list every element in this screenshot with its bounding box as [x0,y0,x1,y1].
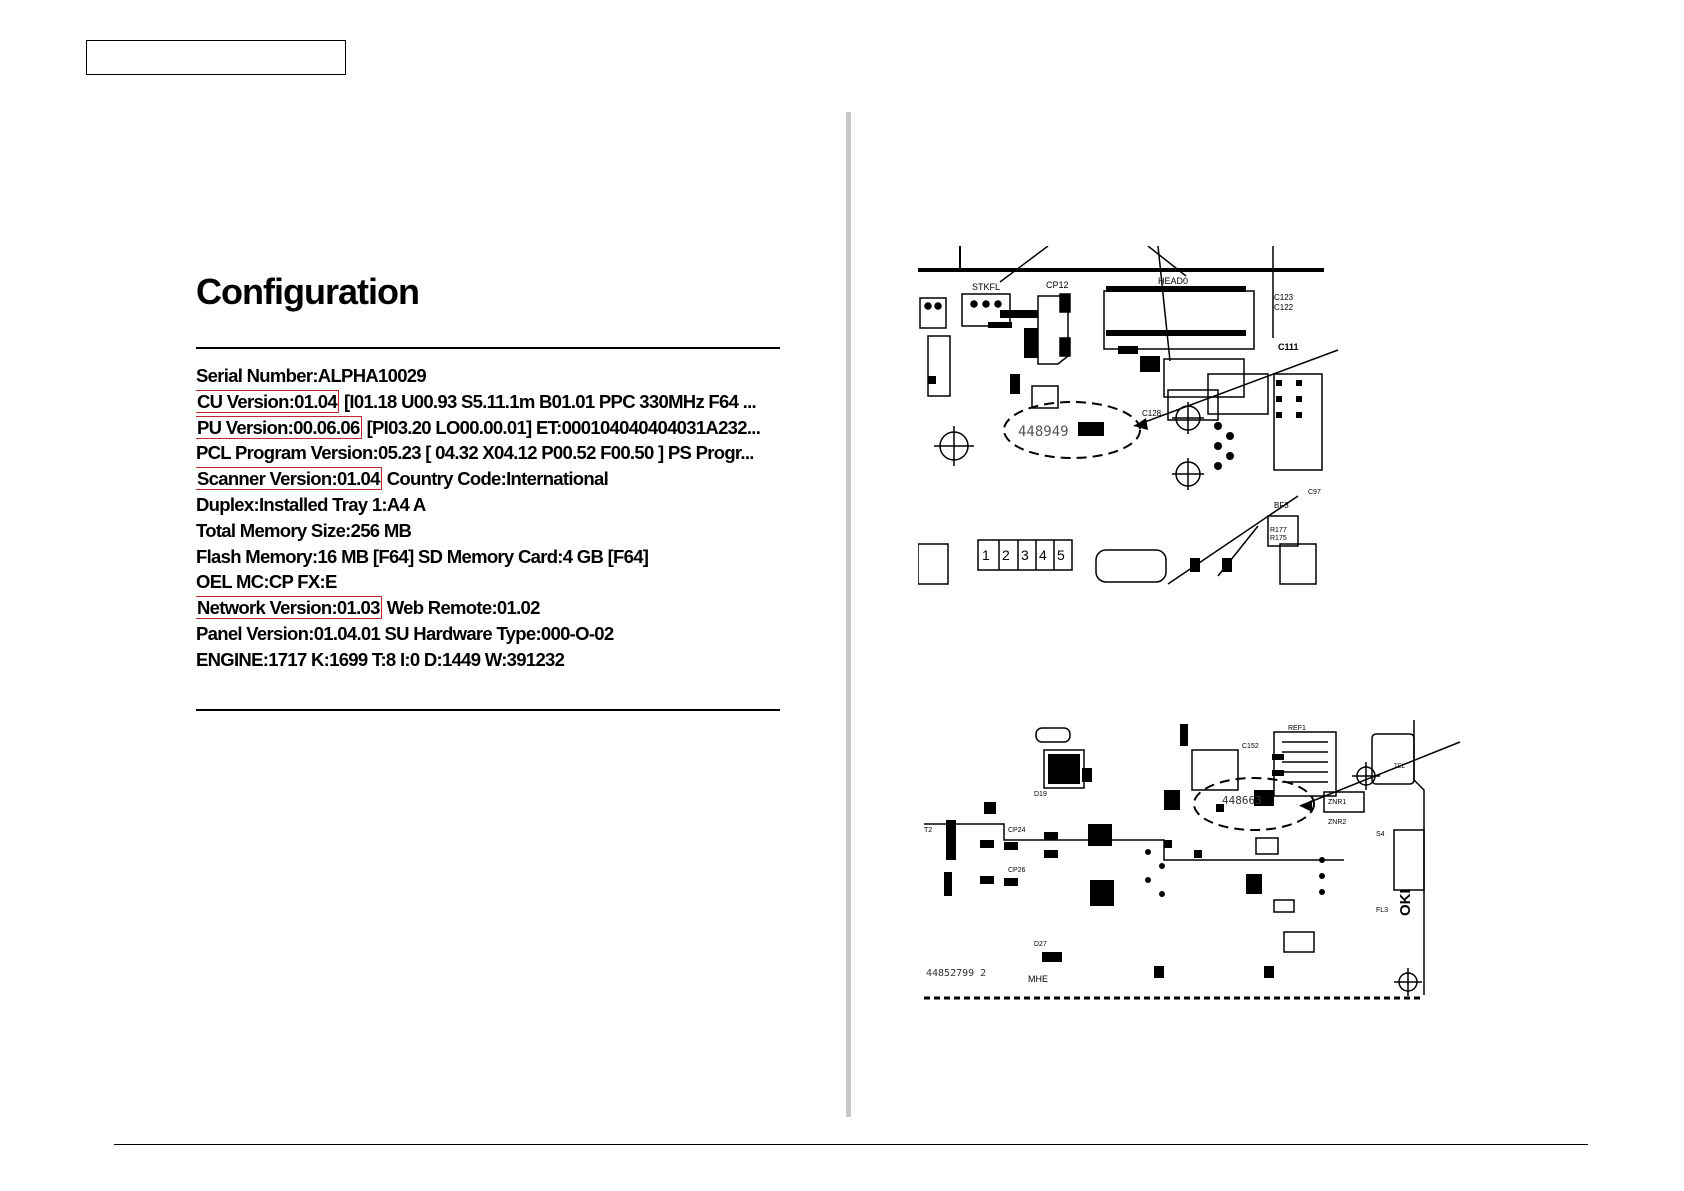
label-r175: R175 [1270,535,1287,542]
config-text: Web Remote:01.02 [386,597,541,619]
config-bottom-rule [196,709,780,711]
config-line: OEL MC:CP FX:E [196,569,780,595]
label-c97: C97 [1308,489,1321,496]
board-id: 44852799 2 [926,968,986,979]
config-text: ENGINE:1717 K:1699 T:8 I:0 D:1449 W:3912… [196,648,565,670]
label-c128: C128 [1142,409,1162,418]
header-box [86,40,346,75]
highlighted-version-text: Scanner Version:01.04 [196,467,382,491]
label-c111: C111 [1278,342,1299,352]
config-title: Configuration [196,271,420,312]
label-znr2: ZNR2 [1328,819,1346,826]
chip-label-top: 448949 [1018,424,1069,440]
label-t2: T2 [924,827,932,834]
highlighted-version-text: Network Version:01.03 [196,596,382,620]
label-c122: C122 [1274,303,1294,312]
label-s4: S4 [1376,831,1385,838]
config-line: Duplex:Installed Tray 1:A4 A [196,492,780,518]
label-r177: R177 [1270,527,1287,534]
config-text: OEL MC:CP FX:E [196,571,337,593]
footer-rule [114,1144,1588,1145]
dip-2: 2 [1002,547,1010,563]
pcb-bottom-image: 448663 44852799 2 REF1 C152 TEL ZNR1 ZNR… [924,720,1470,1002]
label-stkfl: STKFL [972,282,1000,292]
config-text: Panel Version:01.04.01 SU Hardware Type:… [196,622,614,644]
config-top-rule [196,347,780,349]
config-line: Panel Version:01.04.01 SU Hardware Type:… [196,621,780,647]
config-text: Country Code:International [386,468,609,490]
column-divider [846,112,851,1117]
label-bf3: BF3 [1274,501,1289,510]
label-c123: C123 [1274,293,1294,302]
config-line: CU Version:01.04[I01.18 U00.93 S5.11.1m … [196,389,780,415]
config-text: Flash Memory:16 MB [F64] SD Memory Card:… [196,545,649,567]
config-lines: Serial Number:ALPHA10029 CU Version:01.04… [196,363,780,673]
dip-1: 1 [982,547,990,563]
config-line: PCL Program Version:05.23 [ 04.32 X04.12… [196,440,780,466]
config-line: ENGINE:1717 K:1699 T:8 I:0 D:1449 W:3912… [196,647,780,673]
label-c152: C152 [1242,743,1259,750]
config-line: PU Version:00.06.06[PI03.20 LO00.00.01] … [196,415,780,441]
config-line: Serial Number:ALPHA10029 [196,363,780,389]
label-d27: D27 [1034,941,1047,948]
label-cp12: CP12 [1046,280,1069,290]
label-ref1: REF1 [1288,725,1306,732]
config-text: PCL Program Version:05.23 [ 04.32 X04.12… [196,442,754,464]
highlighted-version-text: CU Version:01.04 [196,389,339,413]
pcb-bottom-drawing: 448663 44852799 2 REF1 C152 TEL ZNR1 ZNR… [924,720,1461,1000]
config-line: Total Memory Size:256 MB [196,518,780,544]
oki-logo: OKI [1397,889,1414,916]
label-tel: TEL [1394,764,1406,770]
dip-5: 5 [1057,547,1065,563]
pcb-top-image: 448949 STKFL CP12 HEAD0 C123 C122 C111 C… [918,246,1370,586]
config-text: Total Memory Size:256 MB [196,519,412,541]
highlighted-version-text: PU Version:00.06.06 [196,415,362,439]
label-d19: D19 [1034,791,1047,798]
label-mhe: MHE [1028,974,1048,984]
label-fl3: FL3 [1376,907,1388,914]
label-cp26: CP26 [1008,867,1026,874]
label-head0: HEAD0 [1158,276,1188,286]
label-znr1: ZNR1 [1328,799,1346,806]
config-line: Flash Memory:16 MB [F64] SD Memory Card:… [196,544,780,570]
config-text: [I01.18 U00.93 S5.11.1m B01.01 PPC 330MH… [343,390,757,412]
config-text: Serial Number:ALPHA10029 [196,365,427,386]
dip-4: 4 [1039,547,1047,563]
config-text: [PI03.20 LO00.00.01] ET:000104040404031A… [366,416,761,438]
dip-3: 3 [1021,547,1029,563]
chip-label-bottom: 448663 [1222,794,1262,807]
pcb-top-drawing: 448949 STKFL CP12 HEAD0 C123 C122 C111 C… [918,246,1339,585]
label-cp24: CP24 [1008,827,1026,834]
config-text: Duplex:Installed Tray 1:A4 A [196,493,426,515]
